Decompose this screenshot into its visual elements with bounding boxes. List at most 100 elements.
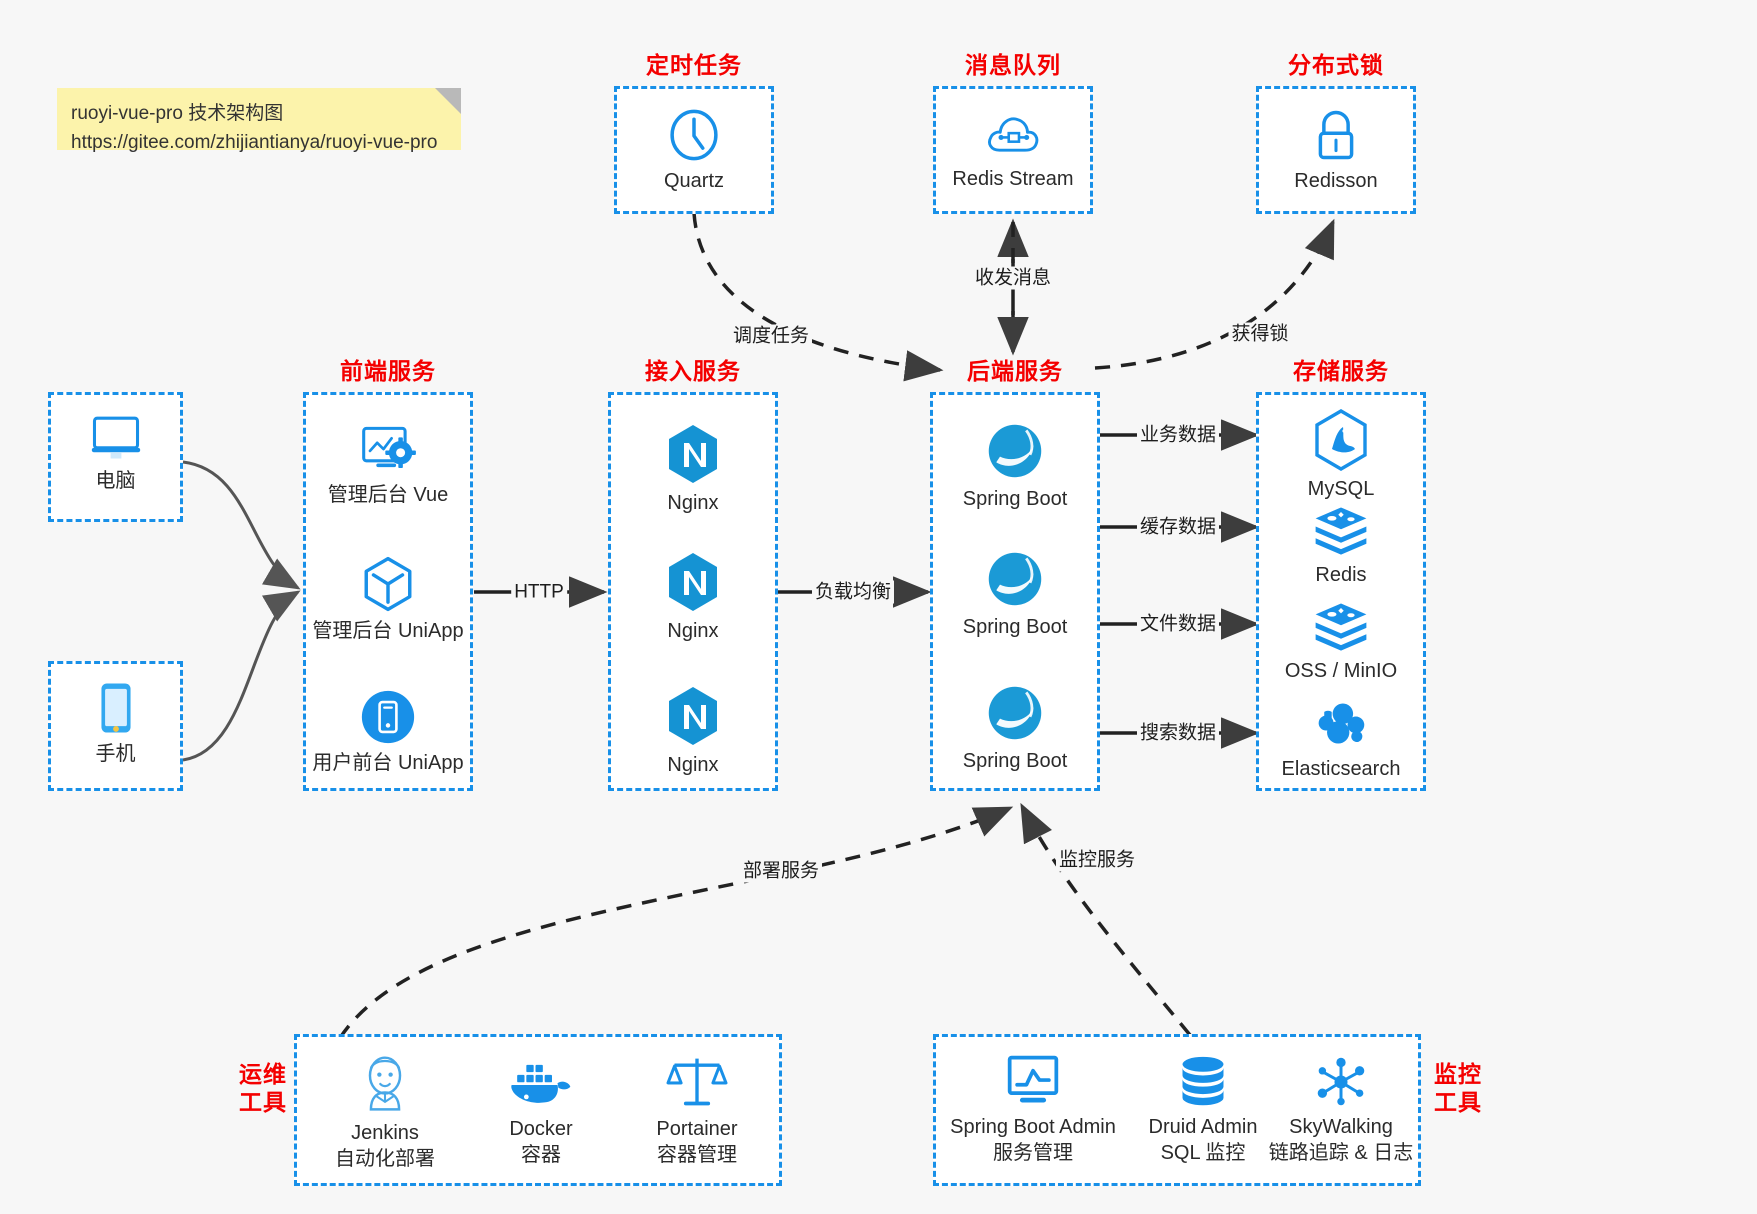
node-label-spring-boot-admin: Spring Boot Admin bbox=[950, 1116, 1116, 1138]
node-label-oss-minio: OSS / MinIO bbox=[1284, 660, 1398, 682]
edge-label-acquire: 获得锁 bbox=[1228, 322, 1292, 346]
mobile-app-icon bbox=[361, 690, 415, 744]
edge-pc-to-frontend bbox=[182, 460, 301, 590]
node-nginx-3[interactable]: Nginx bbox=[611, 685, 775, 779]
edge-label-monitor: 监控服务 bbox=[1055, 848, 1139, 872]
edge-label-http: HTTP bbox=[511, 580, 567, 604]
dashboard-gear-icon bbox=[362, 426, 416, 468]
node-label-redisson: Redisson bbox=[1294, 170, 1378, 192]
group-title-devops-line2: 工具 bbox=[239, 1089, 287, 1116]
node-docker[interactable]: Docker 容器 bbox=[467, 1059, 615, 1168]
group-title-mq: 消息队列 bbox=[965, 52, 1061, 78]
node-admin-vue[interactable]: 管理后台 Vue bbox=[306, 423, 470, 509]
phone-icon bbox=[100, 683, 131, 733]
node-label-nginx-3: Nginx bbox=[667, 754, 719, 776]
database-icon bbox=[1182, 1056, 1224, 1106]
node-sublabel-jenkins: 自动化部署 bbox=[335, 1147, 435, 1170]
mysql-icon bbox=[1315, 409, 1367, 471]
node-redisson[interactable]: Redisson bbox=[1259, 107, 1413, 195]
group-title-gateway: 接入服务 bbox=[645, 358, 741, 384]
group-title-lock: 分布式锁 bbox=[1288, 52, 1384, 78]
group-title-storage: 存储服务 bbox=[1293, 358, 1389, 384]
edge-label-schedule: 调度任务 bbox=[729, 324, 813, 348]
group-frontend: 管理后台 Vue 管理后台 UniApp 用户前台 UniApp bbox=[303, 392, 473, 791]
group-scheduler: Quartz bbox=[614, 86, 774, 214]
node-sublabel-portainer: 容器管理 bbox=[657, 1143, 737, 1166]
node-label-nginx-1: Nginx bbox=[667, 492, 719, 514]
nginx-icon bbox=[669, 553, 717, 611]
group-client-pc: 电脑 bbox=[48, 392, 183, 522]
edge-monitor-service bbox=[1020, 802, 1192, 1037]
sticky-note: ruoyi-vue-pro 技术架构图 https://gitee.com/zh… bbox=[57, 88, 461, 153]
note-url: https://gitee.com/zhijiantianya/ruoyi-vu… bbox=[71, 131, 438, 153]
node-label-druid-admin: Druid Admin bbox=[1148, 1116, 1258, 1138]
node-spring-boot-admin[interactable]: Spring Boot Admin 服务管理 bbox=[940, 1053, 1126, 1166]
node-label-elasticsearch: Elasticsearch bbox=[1281, 758, 1401, 780]
node-elasticsearch[interactable]: Elasticsearch bbox=[1259, 697, 1423, 783]
node-nginx-1[interactable]: Nginx bbox=[611, 423, 775, 517]
group-client-mobile: 手机 bbox=[48, 661, 183, 791]
redis-icon bbox=[1315, 507, 1367, 555]
node-label-user-uniapp: 用户前台 UniApp bbox=[312, 752, 464, 774]
group-title-monitoring: 监控 工具 bbox=[1425, 1060, 1491, 1116]
spring-boot-icon bbox=[988, 552, 1042, 606]
edge-acquire-lock bbox=[1094, 218, 1335, 370]
group-title-devops-line1: 运维 bbox=[239, 1061, 287, 1087]
node-spring-boot-3[interactable]: Spring Boot bbox=[933, 683, 1097, 775]
spring-boot-icon bbox=[988, 424, 1042, 478]
nginx-icon bbox=[669, 425, 717, 483]
node-label-admin-uniapp: 管理后台 UniApp bbox=[312, 620, 464, 642]
group-title-monitoring-line1: 监控 bbox=[1434, 1061, 1482, 1087]
group-devops: Jenkins 自动化部署 Docker 容器 bbox=[294, 1034, 782, 1186]
redis-icon bbox=[1315, 603, 1367, 651]
node-sublabel-docker: 容器 bbox=[521, 1143, 561, 1166]
node-oss-minio[interactable]: OSS / MinIO bbox=[1259, 601, 1423, 685]
node-label-pc: 电脑 bbox=[95, 470, 136, 492]
nginx-icon bbox=[669, 687, 717, 745]
edge-deploy-service bbox=[338, 806, 1014, 1039]
scales-icon bbox=[666, 1058, 728, 1106]
node-skywalking[interactable]: SkyWalking 链路追踪 & 日志 bbox=[1256, 1055, 1426, 1166]
network-nodes-icon bbox=[1317, 1057, 1365, 1106]
desktop-icon bbox=[91, 416, 140, 459]
node-label-redis: Redis bbox=[1315, 564, 1367, 586]
edge-label-cache-data: 缓存数据 bbox=[1136, 515, 1220, 539]
node-mysql[interactable]: MySQL bbox=[1259, 409, 1423, 503]
edge-label-search-data: 搜索数据 bbox=[1136, 721, 1220, 745]
elasticsearch-icon bbox=[1318, 703, 1365, 744]
node-nginx-2[interactable]: Nginx bbox=[611, 551, 775, 645]
node-pc[interactable]: 电脑 bbox=[51, 411, 180, 495]
edge-label-load-balance: 负载均衡 bbox=[811, 580, 895, 604]
group-lock: Redisson bbox=[1256, 86, 1416, 214]
node-spring-boot-2[interactable]: Spring Boot bbox=[933, 549, 1097, 641]
node-redis[interactable]: Redis bbox=[1259, 505, 1423, 589]
edge-label-deploy: 部署服务 bbox=[739, 859, 823, 883]
cube-icon bbox=[364, 556, 412, 612]
edge-label-biz-data: 业务数据 bbox=[1136, 423, 1220, 447]
clock-icon bbox=[670, 109, 718, 161]
node-quartz[interactable]: Quartz bbox=[617, 107, 771, 195]
node-label-spring-boot-1: Spring Boot bbox=[962, 488, 1068, 510]
group-title-scheduler: 定时任务 bbox=[646, 52, 742, 78]
node-mobile[interactable]: 手机 bbox=[51, 680, 180, 768]
node-label-spring-boot-3: Spring Boot bbox=[962, 750, 1068, 772]
node-label-mobile: 手机 bbox=[95, 743, 136, 765]
node-user-uniapp[interactable]: 用户前台 UniApp bbox=[306, 689, 470, 777]
node-spring-boot-1[interactable]: Spring Boot bbox=[933, 421, 1097, 513]
group-title-frontend: 前端服务 bbox=[340, 358, 436, 384]
jenkins-icon bbox=[368, 1056, 402, 1111]
group-mq: Redis Stream bbox=[933, 86, 1093, 214]
node-label-mysql: MySQL bbox=[1307, 478, 1375, 500]
node-redis-stream[interactable]: Redis Stream bbox=[936, 107, 1090, 193]
node-jenkins[interactable]: Jenkins 自动化部署 bbox=[311, 1053, 459, 1172]
group-title-backend: 后端服务 bbox=[967, 358, 1063, 384]
node-admin-uniapp[interactable]: 管理后台 UniApp bbox=[306, 555, 470, 645]
group-gateway: Nginx Nginx Nginx bbox=[608, 392, 778, 791]
note-fold bbox=[435, 88, 461, 114]
node-druid-admin[interactable]: Druid Admin SQL 监控 bbox=[1132, 1055, 1274, 1166]
spring-boot-icon bbox=[988, 686, 1042, 740]
node-portainer[interactable]: Portainer 容器管理 bbox=[623, 1053, 771, 1168]
node-label-quartz: Quartz bbox=[663, 170, 725, 192]
edge-label-messaging: 收发消息 bbox=[971, 266, 1055, 290]
